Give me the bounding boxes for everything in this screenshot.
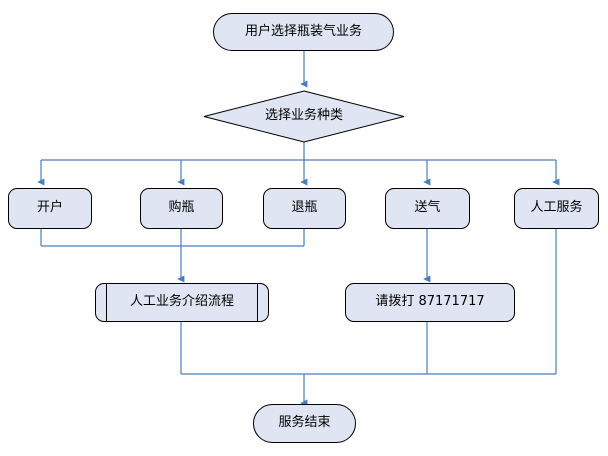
node-deliver-gas-label: 送气: [414, 200, 441, 216]
node-manual-intro-process-label: 人工业务介绍流程: [129, 294, 234, 310]
node-call-number[interactable]: 请拨打 87171717: [345, 283, 515, 322]
node-call-number-label: 请拨打 87171717: [375, 294, 485, 310]
node-end[interactable]: 服务结束: [253, 404, 356, 443]
node-return-bottle[interactable]: 退瓶: [263, 188, 346, 229]
node-open-account-label: 开户: [36, 200, 63, 216]
node-manual-service[interactable]: 人工服务: [514, 188, 599, 229]
node-buy-bottle-label: 购瓶: [168, 200, 195, 216]
node-manual-service-label: 人工服务: [530, 200, 583, 216]
node-open-account[interactable]: 开户: [8, 188, 92, 229]
node-decision-label: 选择业务种类: [264, 108, 343, 124]
node-return-bottle-label: 退瓶: [291, 200, 318, 216]
node-manual-intro-process[interactable]: 人工业务介绍流程: [95, 283, 269, 322]
node-buy-bottle[interactable]: 购瓶: [140, 188, 223, 229]
node-end-label: 服务结束: [278, 415, 331, 431]
node-start-label: 用户选择瓶装气业务: [244, 23, 362, 39]
node-deliver-gas[interactable]: 送气: [385, 188, 470, 229]
node-decision[interactable]: 选择业务种类: [203, 90, 405, 143]
node-start[interactable]: 用户选择瓶装气业务: [213, 13, 394, 51]
